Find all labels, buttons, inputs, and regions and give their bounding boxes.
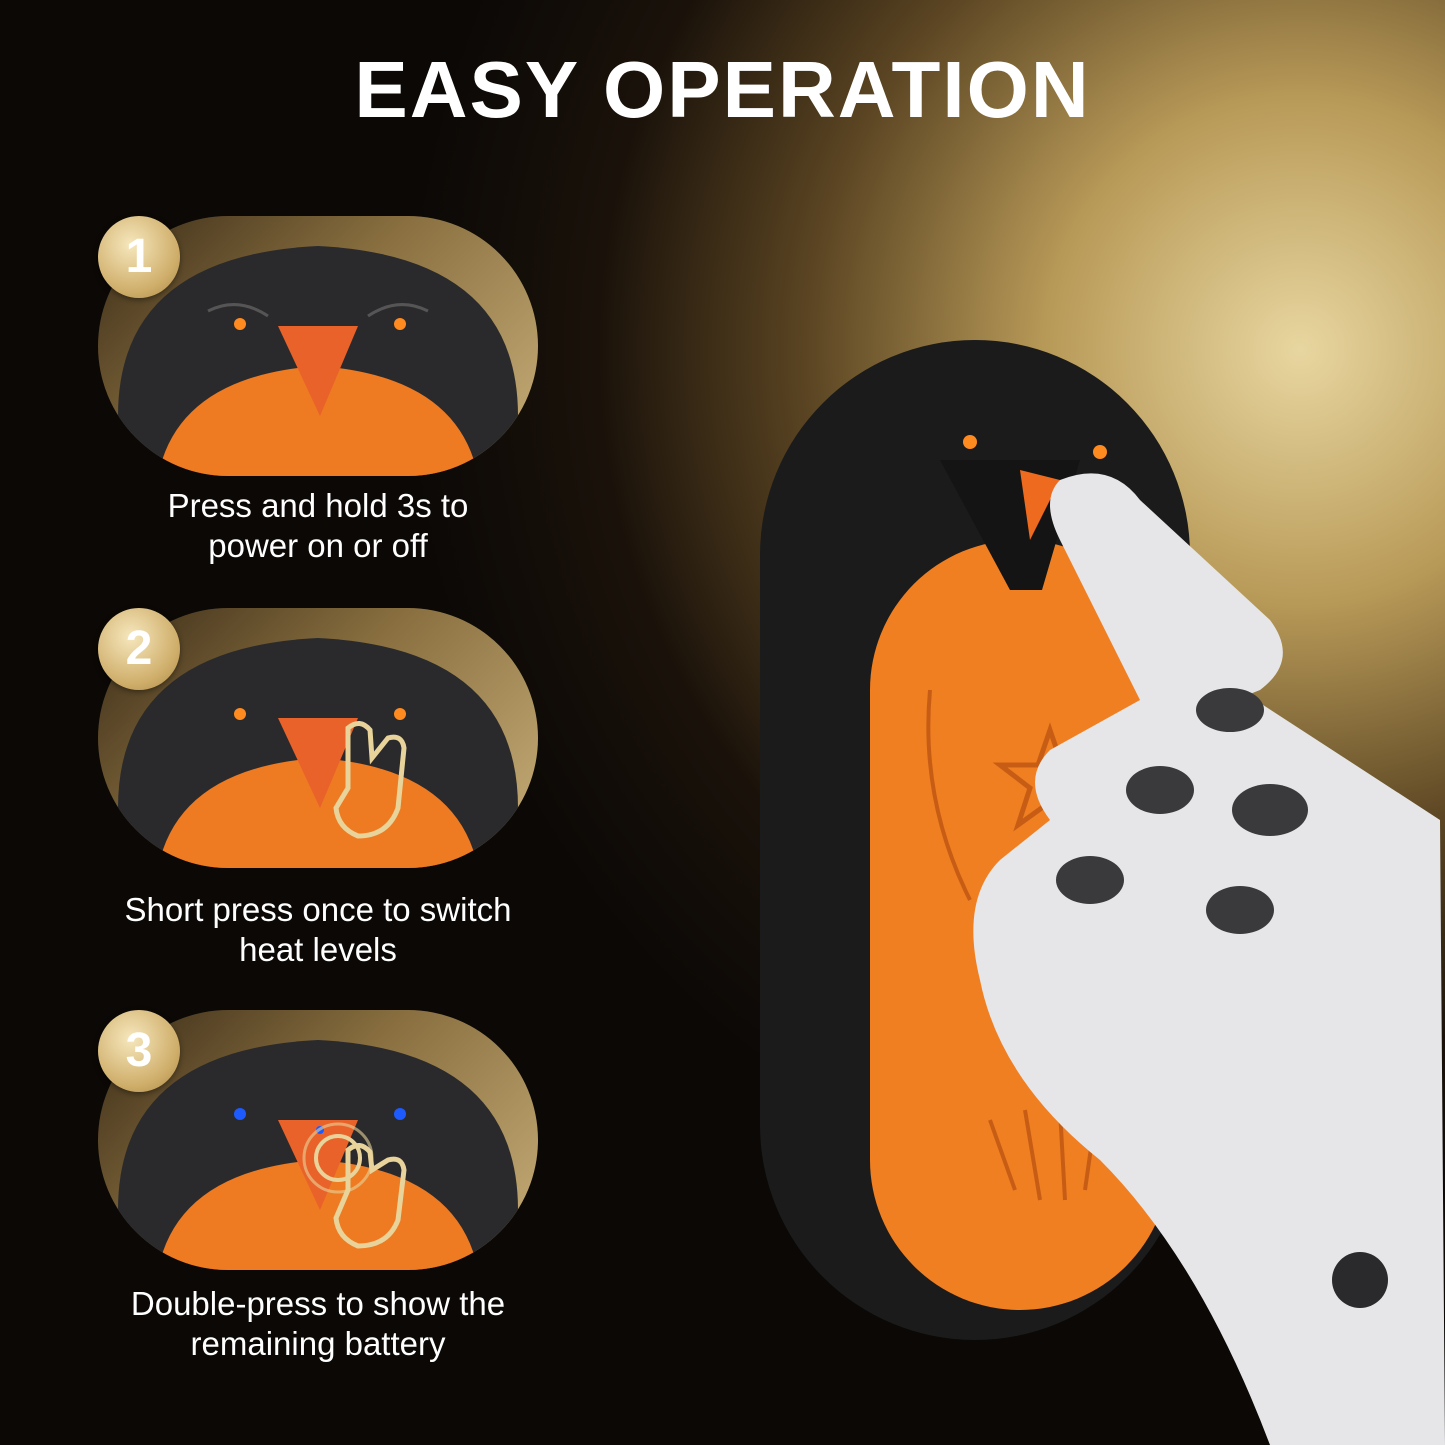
step-2: 2 [98,608,538,868]
step-3-caption: Double-press to show the remaining batte… [38,1284,598,1364]
caption-line: heat levels [239,931,397,968]
caption-line: Double-press to show the [130,1285,506,1322]
step-number-badge: 1 [98,216,180,298]
caption-line: remaining battery [190,1325,446,1362]
device-closeup-image [118,638,518,868]
step-1-card [98,216,538,476]
step-1-caption: Press and hold 3s to power on or off [38,486,598,566]
caption-line: power on or off [208,527,428,564]
caption-line: Short press once to switch [124,891,512,928]
page-title: EASY OPERATION [354,45,1091,134]
step-2-caption: Short press once to switch heat levels [38,890,598,970]
device-closeup-image [118,246,518,476]
device-closeup-image [118,1040,518,1270]
step-3: 3 [98,1010,538,1270]
caption-line: Press and hold 3s to [167,487,469,524]
robotic-hand-image [973,473,1445,1445]
step-number-badge: 2 [98,608,180,690]
step-1: 1 [98,216,538,476]
step-number-badge: 3 [98,1010,180,1092]
